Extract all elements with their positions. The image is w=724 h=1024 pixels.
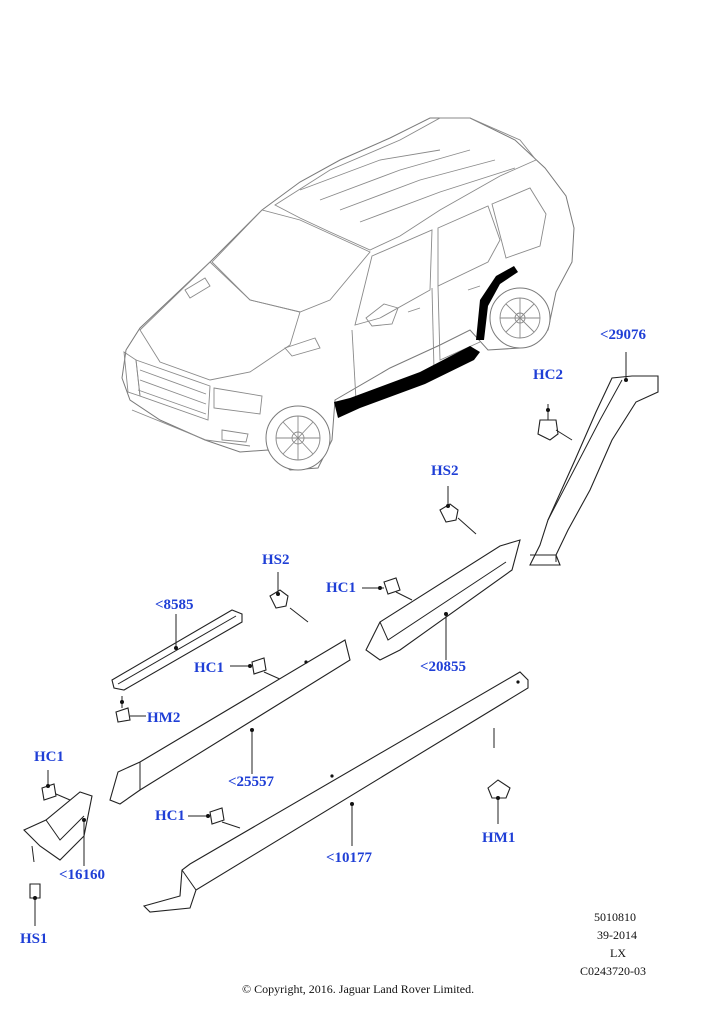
callout-hm1[interactable]: HM1 xyxy=(482,830,516,846)
hc1-clip-20855[interactable] xyxy=(362,577,413,601)
hs1-fastener[interactable] xyxy=(29,883,41,926)
hs2-screw-middle[interactable] xyxy=(269,572,309,623)
diagram-code-2: 39-2014 xyxy=(597,928,637,942)
hs2-screw-upper[interactable] xyxy=(439,486,477,535)
callout-29076[interactable]: <29076 xyxy=(600,327,647,343)
diagram-code-4: C0243720-03 xyxy=(580,964,646,978)
sill-highlight xyxy=(334,346,480,418)
hc2-clip[interactable] xyxy=(537,404,573,441)
hc1-clip-25557[interactable] xyxy=(230,657,283,681)
lower-sill-moulding-10177[interactable] xyxy=(142,671,529,913)
callout-10177[interactable]: <10177 xyxy=(326,850,373,866)
copyright-notice: © Copyright, 2016. Jaguar Land Rover Lim… xyxy=(242,982,475,996)
hm2-fastener[interactable] xyxy=(115,696,146,723)
rear-door-moulding-20855[interactable] xyxy=(365,539,521,661)
vehicle-illustration xyxy=(121,117,575,471)
hc1-clip-16160[interactable] xyxy=(41,770,71,801)
diagram-code-3: LX xyxy=(610,946,626,960)
wheel-arch-highlight xyxy=(476,266,518,340)
callout-8585[interactable]: <8585 xyxy=(155,597,194,613)
callout-hs1[interactable]: HS1 xyxy=(20,931,48,947)
wheel-arch-moulding-29076[interactable] xyxy=(529,352,659,566)
hm1-fastener[interactable] xyxy=(487,728,511,824)
callout-hc1-16160[interactable]: HC1 xyxy=(34,749,64,765)
callout-hc1-25557[interactable]: HC1 xyxy=(194,660,224,676)
callout-hm2[interactable]: HM2 xyxy=(147,710,181,726)
hc1-clip-10177[interactable] xyxy=(188,807,241,829)
sill-strip-8585[interactable] xyxy=(111,609,243,691)
callout-20855[interactable]: <20855 xyxy=(420,659,467,675)
callout-hc1-20855[interactable]: HC1 xyxy=(326,580,356,596)
callout-hc2[interactable]: HC2 xyxy=(533,367,563,383)
callout-hs2-middle[interactable]: HS2 xyxy=(262,552,290,568)
callout-hs2-upper[interactable]: HS2 xyxy=(431,463,459,479)
callout-25557[interactable]: <25557 xyxy=(228,774,275,790)
front-sill-moulding-25557[interactable] xyxy=(109,639,351,805)
end-cap-16160[interactable] xyxy=(23,791,93,866)
callout-hc1-10177[interactable]: HC1 xyxy=(155,808,185,824)
callout-16160[interactable]: <16160 xyxy=(59,867,106,883)
diagram-code-1: 5010810 xyxy=(594,910,636,924)
